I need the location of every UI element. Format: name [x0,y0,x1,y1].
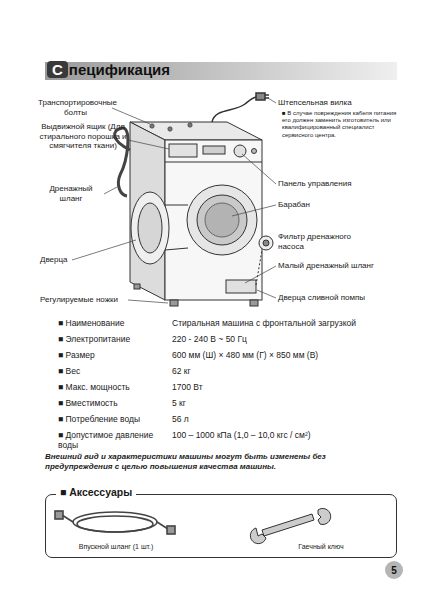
open-door [131,192,188,264]
part-label: Дренажный шланг [40,184,102,203]
leader-lines [104,187,117,194]
spec-name: ■ Макс. мощность [58,382,168,392]
washer-body [165,162,262,163]
leader-lines [128,140,169,149]
open-door [138,203,162,253]
wrench-drawing [250,528,266,544]
washer-body [170,300,178,306]
leader-lines [268,98,276,103]
page-number-text: 5 [391,565,397,576]
part-label: Фильтр дренажного насоса [278,232,368,251]
washer-body [250,300,258,306]
wrench-drawing [250,508,330,543]
open-door [131,192,169,264]
spec-value: 56 л [172,414,402,424]
part-label: Дверца [40,255,72,265]
leader-lines [242,154,276,184]
part-label: Барабан [278,200,388,210]
note-text: Внешний вид и характеристики машины могу… [45,452,390,471]
leader-lines [245,266,276,283]
part-label: Регулируемые ножки [40,295,128,305]
hose-drawing [55,511,63,519]
part-label: Дверца сливной помпы [278,293,378,303]
part-label: Малый дренажный шланг [278,261,403,271]
spec-value: 100 – 1000 кПа (1,0 – 10,0 кгс / см²) [172,430,402,440]
washer-body [134,284,140,289]
spec-name: ■ Вместимость [58,398,168,408]
spec-name: ■ Электропитание [58,334,168,344]
part-label: Выдвижной ящик (Для стирального порошка … [38,122,128,151]
transport-bolts [188,123,192,127]
power-cord [256,93,265,100]
hose-drawing [55,511,175,534]
power-cord [212,93,269,122]
part-label: Транспортировочные болты [38,98,113,117]
power-cord [212,97,256,122]
hose-drawing [167,526,175,534]
wrench-drawing [318,508,331,524]
leader-lines [232,205,276,216]
page-title: Спецификация [47,61,170,79]
washer-body [165,140,262,300]
spec-value: Стиральная машина с фронтальной загрузко… [172,318,402,328]
spec-name: ■ Допустимое давление воды [58,430,168,450]
spec-name: ■ Размер [58,350,168,360]
accessory-caption: Гаечный ключ [251,543,391,550]
washer-body [187,185,257,255]
spec-name: ■ Потребление воды [58,414,168,424]
filter-callout [263,240,269,246]
leader-lines [257,290,276,298]
spec-value: 62 кг [172,366,402,376]
wrench-drawing [262,514,314,536]
washer-body [205,203,239,237]
washer-body [169,144,197,157]
washer-body [203,146,225,154]
leader-lines [128,300,168,303]
part-label: Панель управления [278,179,388,189]
accessory-caption: Впускной шланг (1 шт.) [46,543,186,550]
spec-value: 5 кг [172,398,402,408]
hose-drawing [73,512,157,532]
note-text: ■ В случае повреждения кабеля питания ег… [282,110,402,139]
title-bar [45,62,397,80]
washer-body [226,280,256,293]
part-label: Штепсельная вилка [278,98,388,108]
leader-lines [72,240,136,260]
filter-callout [256,236,273,285]
filter-callout [259,236,273,250]
spec-name: ■ Наименование [58,318,168,328]
open-door [165,205,188,206]
spec-value: 600 мм (Ш) × 480 мм (Г) × 850 мм (В) [172,350,402,360]
open-door [165,248,188,250]
transport-bolts [150,124,154,128]
washer-body [252,149,257,154]
spec-name: ■ Вес [58,366,168,376]
washer-body [197,195,247,245]
spec-value: 1700 Вт [172,382,402,392]
transport-bolts [168,127,172,131]
washer-body [130,122,262,306]
washer-body [234,145,246,157]
page-number: 5 [385,561,403,579]
transport-bolts [150,123,192,131]
section-heading: ■ Аксессуары [56,486,136,498]
leader-lines [112,108,150,124]
hose-drawing [77,516,153,532]
filter-callout [256,250,262,285]
accessories-box: ■ АксессуарыВпускной шланг (1 шт.)Гаечны… [45,494,397,558]
spec-value: 220 - 240 В ~ 50 Гц [172,334,402,344]
power-cord [265,94,269,96]
